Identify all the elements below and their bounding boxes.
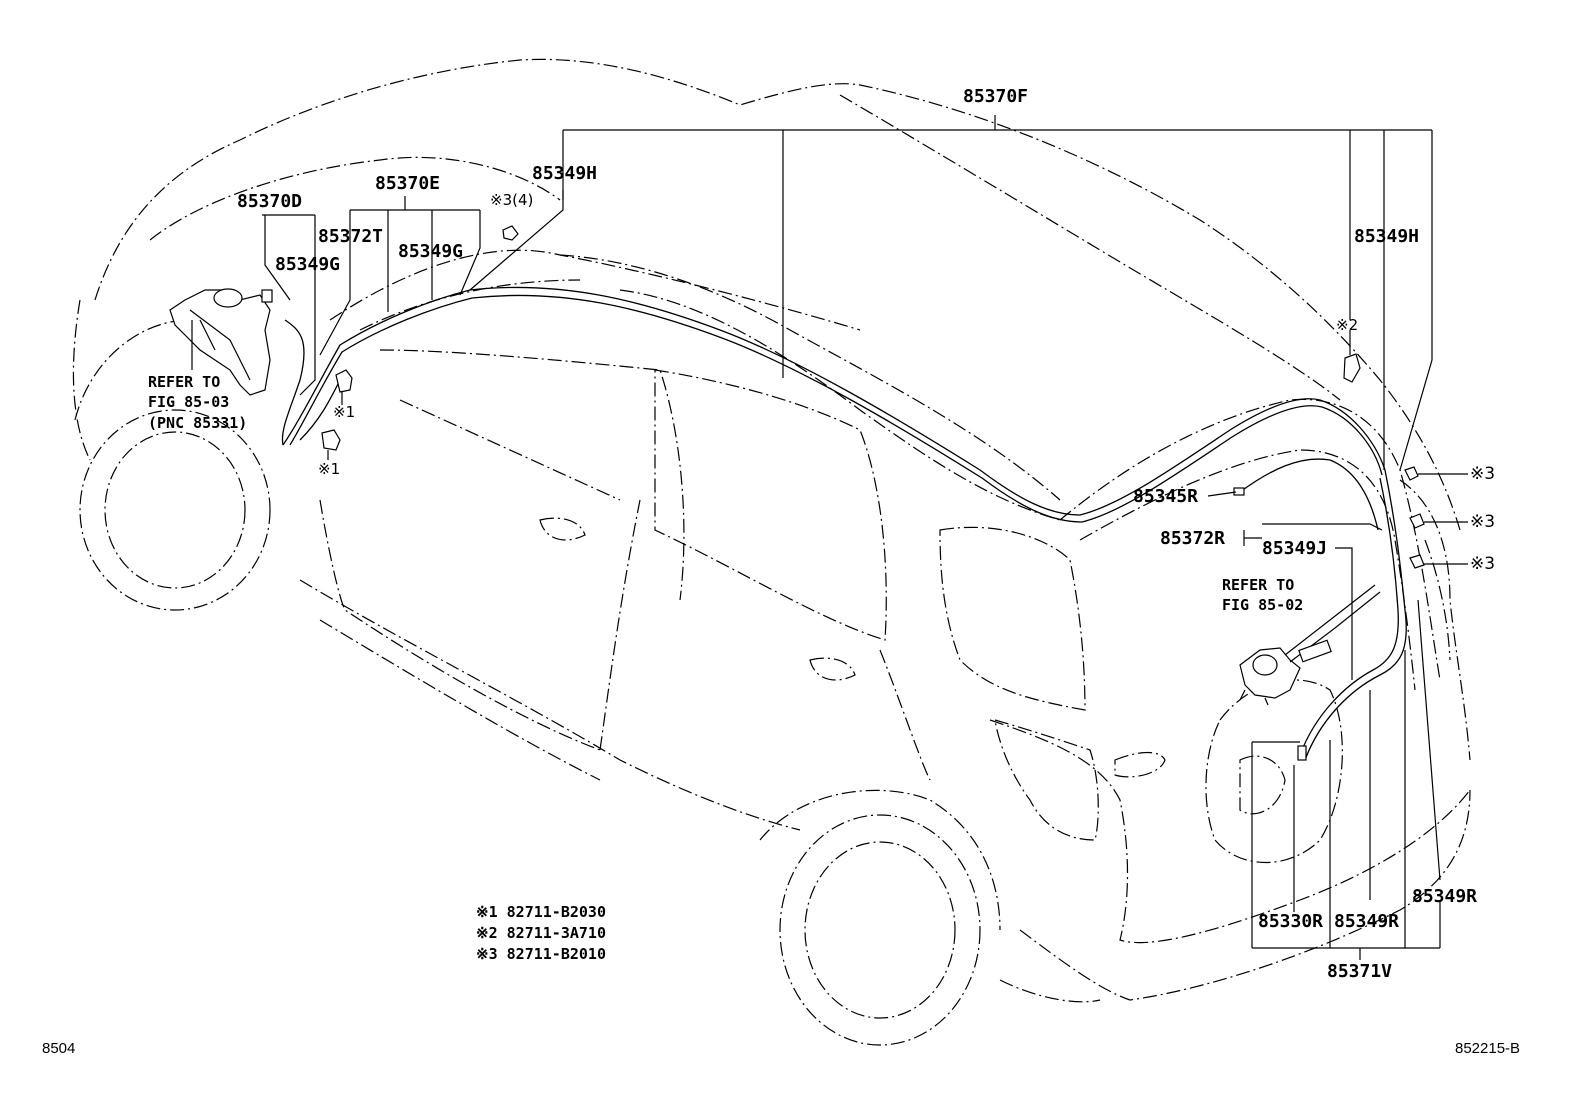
- clip-3-a: [1404, 466, 1419, 481]
- reference-note-tank-line3: (PNC 85331): [148, 413, 248, 432]
- part-label-85349H-right: 85349H: [1354, 226, 1420, 247]
- reference-note-wiper: REFER TO FIG 85-02: [1222, 575, 1303, 616]
- footer-right-code: 852215-B: [1455, 1040, 1521, 1057]
- footer-left-code: 8504: [42, 1040, 76, 1057]
- rear-washer-nozzle: [1297, 745, 1307, 761]
- clip-label-1-upper: ※1: [333, 403, 356, 421]
- clip-label-3-c: ※3: [1470, 554, 1496, 574]
- part-label-85370D: 85370D: [237, 191, 303, 212]
- washer-tank: [169, 288, 273, 396]
- part-label-85370F: 85370F: [963, 86, 1029, 107]
- clip-3-4: [502, 225, 519, 241]
- front-wheel: [79, 409, 271, 611]
- clip-3-c: [1409, 554, 1425, 569]
- part-label-85372R: 85372R: [1160, 528, 1226, 549]
- legend-item-1: ※1 82711-B2030: [476, 903, 606, 921]
- rear-wiper-assembly: [1239, 584, 1381, 706]
- part-label-85349G-right: 85349G: [398, 241, 464, 262]
- leader-lines: [191, 115, 1468, 960]
- part-label-85349R-right: 85349R: [1412, 886, 1478, 907]
- hose-joint-85345R: [1233, 487, 1245, 496]
- reference-note-wiper-line1: REFER TO: [1222, 576, 1295, 594]
- part-label-85372T: 85372T: [318, 226, 384, 247]
- reference-note-tank-line2: FIG 85-03: [148, 393, 230, 412]
- vehicle-body-outline: [72, 58, 1471, 1003]
- part-label-85349R-mid: 85349R: [1334, 911, 1400, 932]
- part-label-85349G-left: 85349G: [275, 254, 341, 275]
- clip-parts: [321, 225, 1425, 569]
- clip-3-b: [1409, 513, 1425, 529]
- reference-note-tank: REFER TO FIG 85-03 (PNC 85331): [148, 372, 247, 433]
- reference-note-tank-line1: REFER TO: [148, 373, 221, 391]
- clip-1-lower: [321, 429, 341, 451]
- clip-1-upper: [335, 369, 353, 393]
- clip-label-3-b: ※3: [1470, 512, 1496, 532]
- part-label-85330R: 85330R: [1258, 911, 1324, 932]
- part-label-85345R: 85345R: [1133, 486, 1199, 507]
- clip-label-3-4: ※3(4): [490, 191, 534, 209]
- clip-label-3-a: ※3: [1470, 464, 1496, 484]
- part-label-85349H-top: 85349H: [532, 163, 598, 184]
- part-label-85349J: 85349J: [1262, 538, 1328, 559]
- washer-hose-routing: [281, 286, 1407, 761]
- clip-2: [1343, 353, 1361, 383]
- clip-legend: ※1 82711-B2030 ※2 82711-3A710 ※3 82711-B…: [476, 902, 606, 965]
- clip-label-2: ※2: [1336, 316, 1359, 334]
- part-label-85371V: 85371V: [1327, 961, 1393, 982]
- legend-item-3: ※3 82711-B2010: [476, 945, 606, 963]
- reference-note-wiper-line2: FIG 85-02: [1222, 596, 1304, 615]
- legend-item-2: ※2 82711-3A710: [476, 924, 606, 942]
- rear-wheel: [779, 814, 981, 1046]
- clip-label-1-lower: ※1: [318, 460, 341, 478]
- part-label-85370E: 85370E: [375, 173, 441, 194]
